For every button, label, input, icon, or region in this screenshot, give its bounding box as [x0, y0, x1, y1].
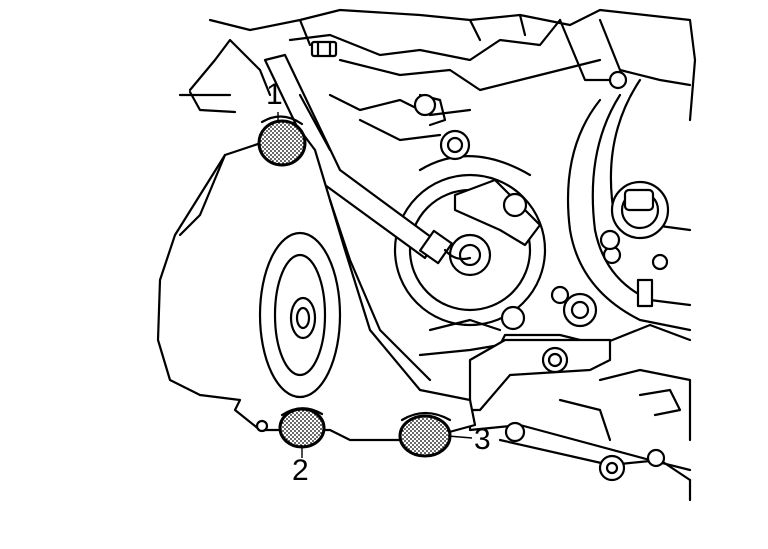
- callout-2-label: 2: [292, 454, 309, 487]
- top-bolt: [310, 40, 338, 58]
- engine-block-outline: [178, 8, 697, 142]
- pump-assembly: [393, 93, 621, 331]
- fastener-1: [257, 115, 307, 167]
- callout-1-label: 1: [266, 78, 283, 111]
- engine-mount-bracket: [156, 128, 477, 442]
- callout-3-label: 3: [474, 423, 491, 456]
- callout-3-leader: [447, 435, 473, 439]
- lower-bracket: [418, 318, 692, 502]
- fastener-2: [278, 407, 326, 449]
- timing-cover: [566, 70, 692, 332]
